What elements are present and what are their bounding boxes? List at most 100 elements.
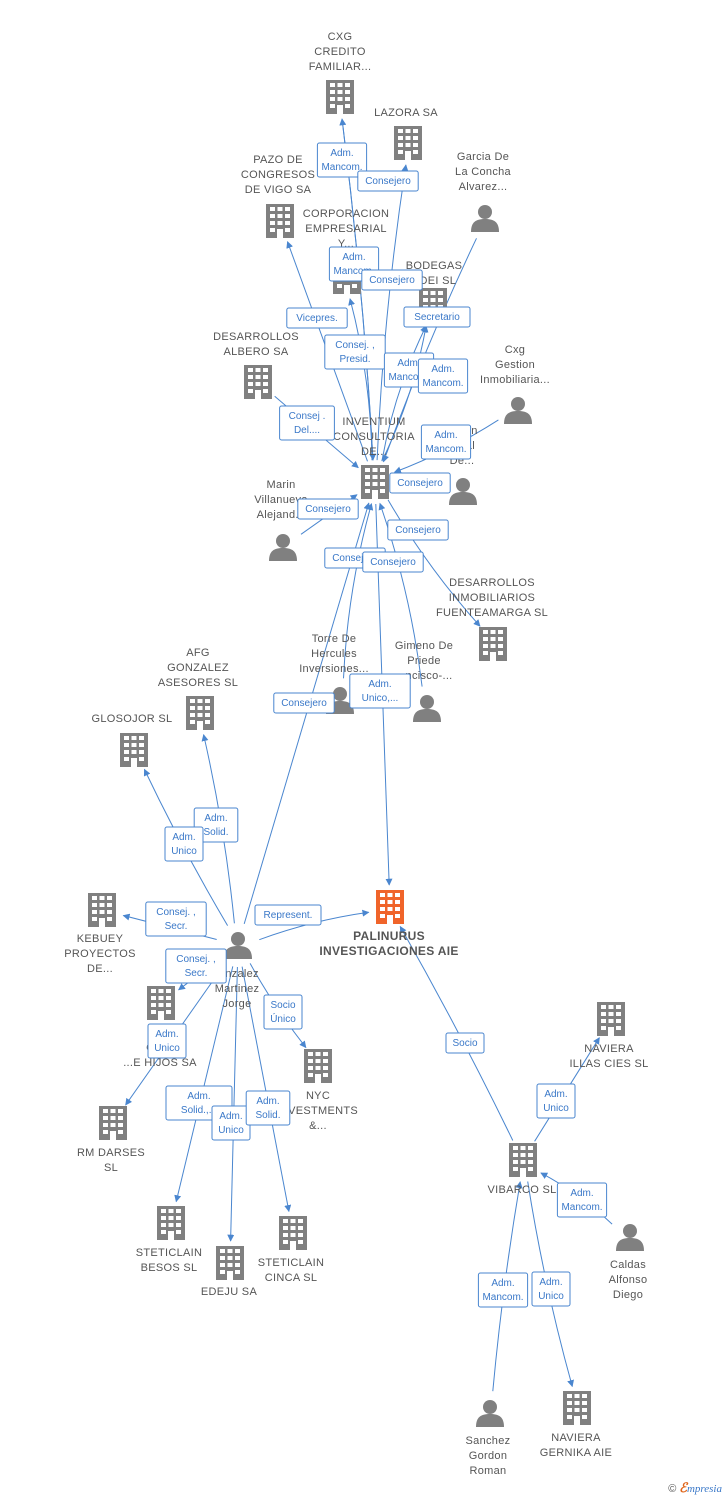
edge-label-text: Consejero	[369, 275, 415, 286]
building-icon	[563, 1391, 591, 1425]
building-icon	[216, 1246, 244, 1280]
edge-label-vibarco-to-naviera_illas[interactable]: Adm.Unico	[536, 1083, 576, 1119]
person-icon	[471, 205, 499, 232]
edge-label-vibarco-to-palinurus[interactable]: Socio	[445, 1032, 485, 1054]
node-torre[interactable]: Torre DeHerculesInversiones...	[299, 633, 369, 714]
node-label: DE VIGO SA	[245, 184, 312, 196]
edge-torre-to-inventium	[343, 503, 374, 679]
edge-label-box	[245, 1090, 291, 1126]
footer-brand: © ℰmpresia	[668, 1480, 722, 1496]
building-icon	[326, 80, 354, 114]
edge-label-box	[357, 170, 419, 192]
edge-label-sanchez-to-vibarco[interactable]: Adm.Mancom.	[477, 1272, 529, 1308]
node-label: CONSULTORIA	[333, 431, 415, 443]
node-glosojor[interactable]: GLOSOJOR SL	[92, 713, 173, 767]
edge-label-box	[147, 1023, 187, 1059]
edge-label-text: Unico	[538, 1291, 564, 1302]
edge-label-gonzalez-to-steticlain_cinca[interactable]: Adm. Solid.	[245, 1090, 291, 1126]
edge-label-text: Adm.	[256, 1096, 279, 1107]
edge-labels-layer: Adm.Mancom.ConsejeroAdm.Mancom.Consejero…	[145, 142, 608, 1308]
node-label: ...E HIJOS SA	[123, 1057, 197, 1069]
edge-label-gonzalez-to-glosojor[interactable]: Adm.Unico	[164, 826, 204, 862]
edge-label-box	[387, 519, 449, 541]
node-label: Roman	[470, 1465, 507, 1477]
edge-label-text: Socio	[452, 1038, 477, 1049]
edge-label-gonzalez-to-inventium[interactable]: Consejero	[273, 692, 335, 714]
edge-label-box	[403, 306, 471, 328]
edge-label-inventium-to-corp2[interactable]: Consejero	[389, 472, 451, 494]
node-label: Inmobiliaria...	[480, 374, 550, 386]
edge-inventium-to-bodegas	[381, 325, 427, 462]
edge-label-gonzalez-to-palinurus[interactable]: Represent.	[254, 904, 322, 926]
edge-label-gonzalez-to-gonzalez_hijos[interactable]: Consej. ,Secr.	[165, 948, 227, 984]
node-label: Marin	[266, 479, 295, 491]
edge-label-gimeno-to-inventium[interactable]: Consejero	[362, 551, 424, 573]
edge-label-text: Adm.	[330, 148, 353, 159]
edge-label-gonzalez-to-afg[interactable]: Adm.Solid.	[193, 807, 239, 843]
edge-label-inventium-to-bodegas[interactable]: Consejero	[361, 269, 423, 291]
edge-label-text: Unico,...	[362, 693, 399, 704]
edge-label-box	[286, 307, 348, 329]
edge-label-box	[361, 269, 423, 291]
edge-label-gonzalez-to-edeju[interactable]: Adm.Unico	[211, 1105, 251, 1141]
edge-label-cxg_credito-to-inventium[interactable]: Consej. ,Presid.	[324, 334, 386, 370]
edge-label-inventium-to-palinurus[interactable]: Adm.Unico,...	[349, 673, 411, 709]
edge-label-marin-to-inventium[interactable]: Consejero	[297, 498, 359, 520]
edge-label-inventium-to-desarrollos_fuenteamarga[interactable]: Consejero	[387, 519, 449, 541]
node-label: ASESORES SL	[158, 677, 238, 689]
edge-label-gonzalez-to-rm_darses[interactable]: Adm.Unico	[147, 1023, 187, 1059]
edge-label-inventium-to-pazo[interactable]: Vicepres.	[286, 307, 348, 329]
edge-label-garcia-to-inventium[interactable]: Secretario	[403, 306, 471, 328]
edge-label-gonzalez-to-kebuey[interactable]: Consej. ,Secr.	[145, 901, 207, 937]
edge-label-caldas-to-vibarco[interactable]: Adm.Mancom.	[556, 1182, 608, 1218]
edge-label-box	[531, 1271, 571, 1307]
node-label: Sanchez	[466, 1435, 511, 1447]
edge-label-desarrollos_albero-to-inventium[interactable]: Consej .Del....	[279, 405, 335, 441]
edge-label-vibarco-to-naviera_gernika[interactable]: Adm.Unico	[531, 1271, 571, 1307]
edge-label-text: Consejero	[305, 504, 351, 515]
node-label: PAZO DE	[253, 154, 303, 166]
node-lazora[interactable]: LAZORA SA	[374, 107, 438, 160]
edge-label-cxg_gestion-to-inventium[interactable]: Adm.Mancom.	[417, 358, 469, 394]
node-nyc[interactable]: NYC...VESTMENTS&...	[278, 1049, 358, 1132]
node-inventium[interactable]: INVENTIUMCONSULTORIADE...	[333, 416, 415, 499]
building-icon	[279, 1216, 307, 1250]
edge-label-text: Solid.	[255, 1110, 280, 1121]
node-marin[interactable]: MarinVillanuevaAlejand...	[254, 479, 308, 561]
edge-label-corp2-to-inventium[interactable]: Adm.Mancom.	[420, 424, 472, 460]
edge-label-inventium-to-cxg_credito[interactable]: Adm.Mancom.	[316, 142, 368, 178]
edge-label-box	[324, 334, 386, 370]
node-kebuey[interactable]: KEBUEYPROYECTOSDE...	[64, 893, 136, 975]
node-label: SDEI SL	[412, 275, 456, 287]
node-label: INVENTIUM	[342, 416, 405, 428]
edge-label-box	[389, 472, 451, 494]
edge-label-text: Adm.	[187, 1091, 210, 1102]
node-label: GLOSOJOR SL	[92, 713, 173, 725]
node-label: Villanueva	[254, 494, 308, 506]
node-edeju[interactable]: EDEJU SA	[201, 1246, 258, 1298]
edge-label-text: Consej .	[289, 411, 326, 422]
node-label: Alejand...	[257, 509, 306, 521]
node-cxg_credito[interactable]: CXGCREDITOFAMILIAR...	[309, 31, 372, 114]
node-vibarco[interactable]: VIBARCO SL	[487, 1143, 556, 1196]
person-icon	[504, 397, 532, 424]
edge-label-inventium-to-lazora[interactable]: Consejero	[357, 170, 419, 192]
edge-label-text: Mancom.	[425, 444, 466, 455]
node-cxg_gestion[interactable]: CxgGestionInmobiliaria...	[480, 344, 550, 424]
